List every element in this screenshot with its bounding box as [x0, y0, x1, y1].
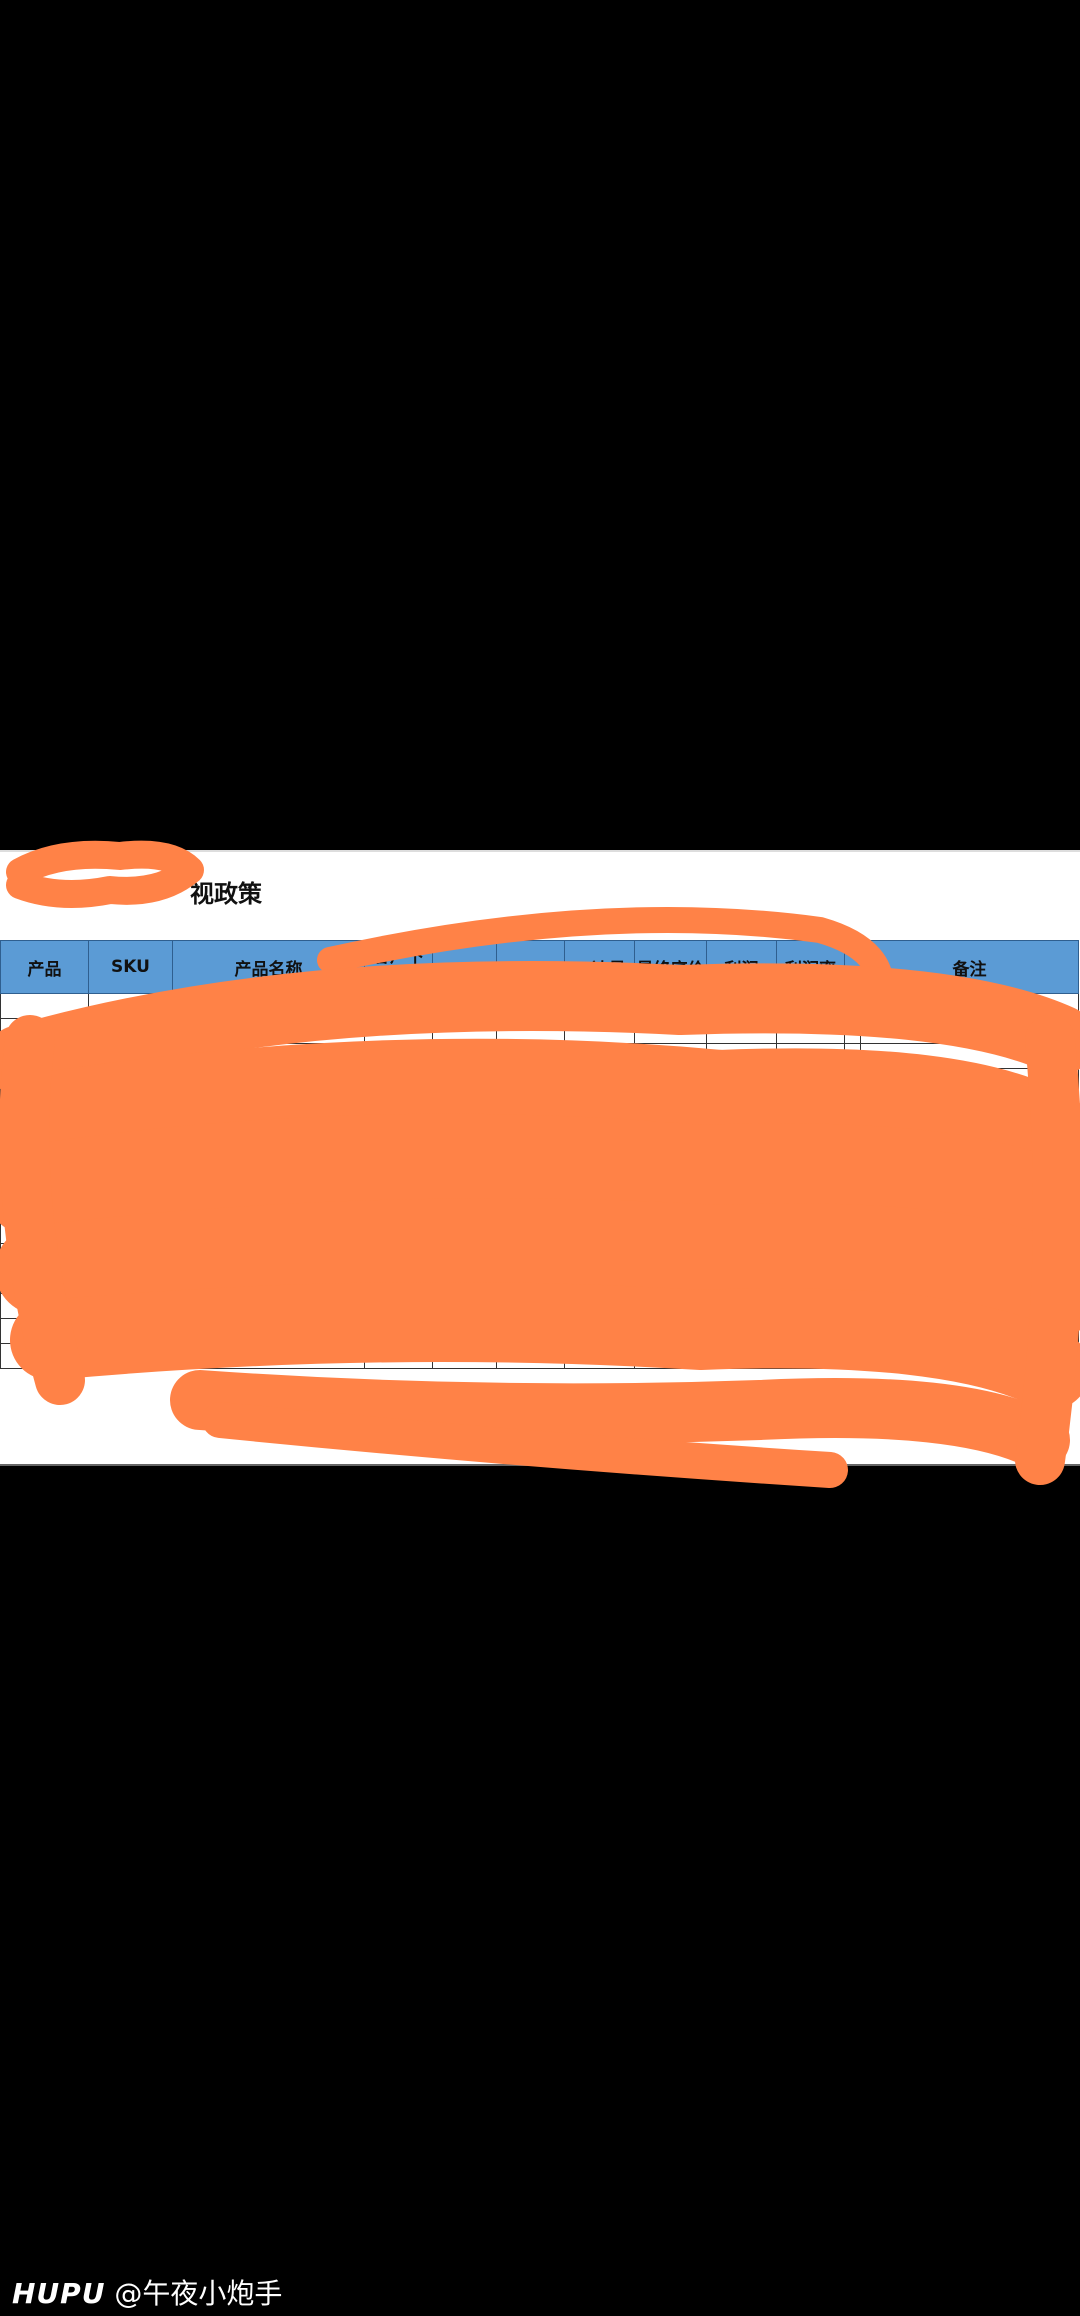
- col-header-final-price: 最终底价: [634, 940, 707, 994]
- table-row: [0, 1193, 1079, 1219]
- table-row: [0, 1318, 1079, 1344]
- table-cell: 会: [0, 1293, 89, 1319]
- table-row: [0, 1093, 1079, 1119]
- col-header-redacted-2: [496, 940, 565, 994]
- table-row: [0, 1068, 1079, 1094]
- sheet-title: 视政策: [190, 880, 262, 908]
- footer-note-fragment: 不即可，达达，未: [790, 1418, 895, 1433]
- spreadsheet-screenshot: 视政策 产品 SKU 产品名称 客户下单 SI达量 最终底价 利润 利润率 备注: [0, 850, 1080, 1466]
- col-header-profit-rate: 利润率: [776, 940, 845, 994]
- table-row: [0, 1168, 1079, 1194]
- col-header-si-volume: SI达量: [564, 940, 635, 994]
- col-header-notes: 备注: [860, 940, 1079, 994]
- table-row: [0, 1268, 1079, 1294]
- table-header-row: 产品 SKU 产品名称 客户下单 SI达量 最终底价 利润 利润率 备注: [0, 940, 1079, 994]
- table-row: [0, 1043, 1079, 1069]
- table-row: [0, 1118, 1079, 1144]
- col-header-profit: 利润: [706, 940, 777, 994]
- col-header-redacted-1: [432, 940, 497, 994]
- col-header-product-name: 产品名称: [172, 940, 365, 994]
- table-row: [0, 1218, 1079, 1244]
- table-row: 会: [0, 1293, 1079, 1319]
- col-header-product: 产品: [0, 940, 89, 994]
- table-row: [0, 1243, 1079, 1269]
- table-row: 30: [0, 993, 1079, 1019]
- col-header-sku: SKU: [88, 940, 173, 994]
- hupu-watermark: HUPU @午夜小炮手: [12, 2272, 282, 2312]
- table-row: [0, 1018, 1079, 1044]
- hupu-logo: HUPU: [12, 2277, 106, 2310]
- col-header-redacted-3: [844, 940, 861, 994]
- table-row: [0, 1343, 1079, 1369]
- policy-table: 产品 SKU 产品名称 客户下单 SI达量 最终底价 利润 利润率 备注 30: [0, 940, 1079, 1369]
- col-header-customer-order: 客户下单: [364, 940, 433, 994]
- table-cell: 30: [496, 993, 565, 1019]
- watermark-handle: @午夜小炮手: [114, 2277, 283, 2310]
- table-row: [0, 1143, 1079, 1169]
